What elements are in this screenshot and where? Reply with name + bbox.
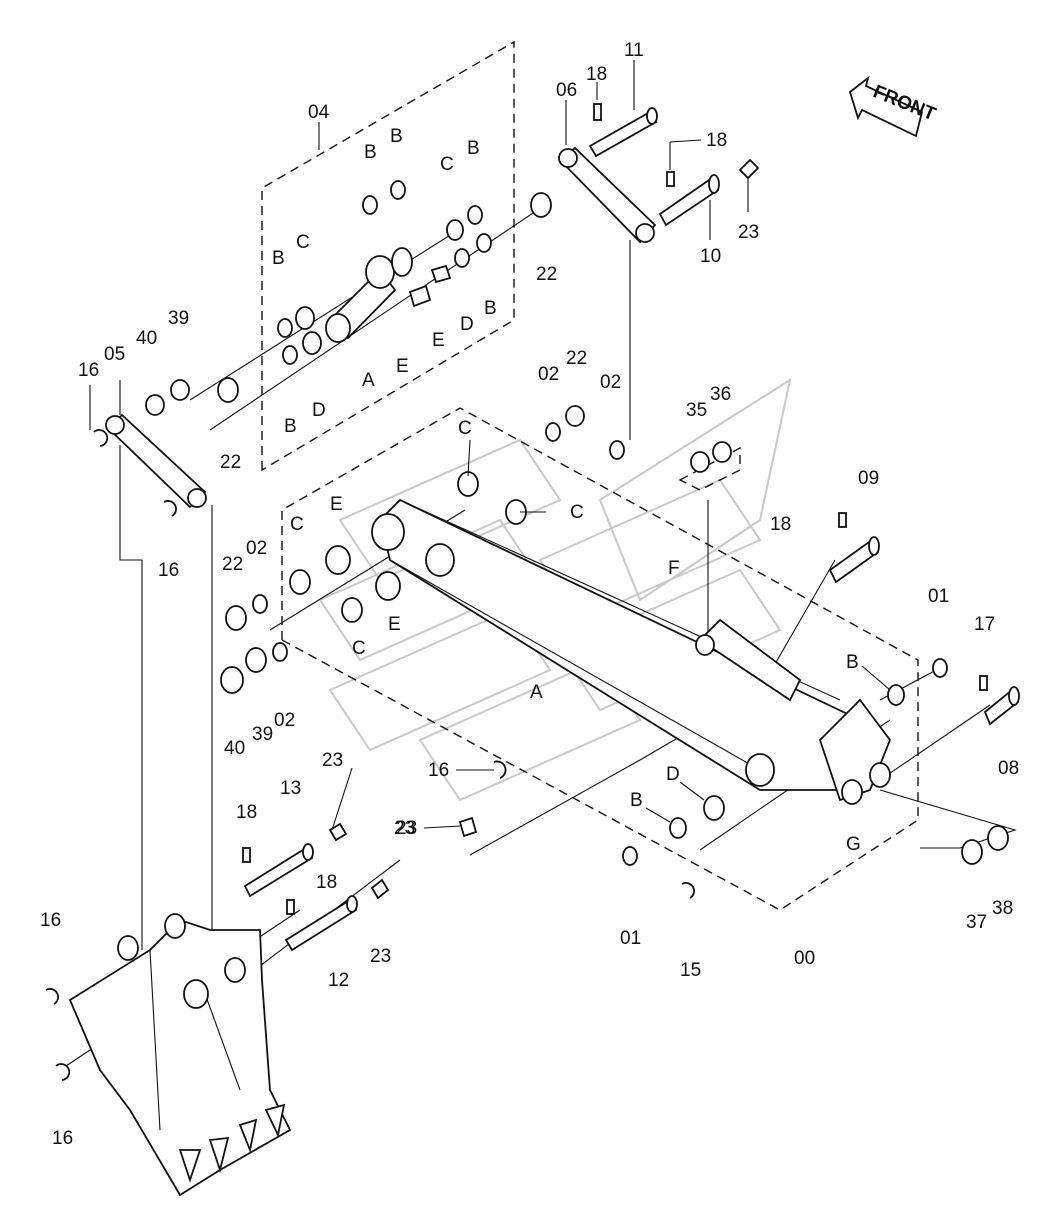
- label-11: 11: [624, 40, 644, 61]
- label-16: 16: [428, 760, 449, 781]
- label-35: 35: [686, 400, 707, 421]
- label-18: 18: [316, 872, 337, 893]
- bushings: [145, 180, 1009, 866]
- link-body-A: [325, 247, 452, 343]
- label-22: 22: [222, 554, 243, 575]
- label-B: B: [630, 790, 643, 811]
- label-02: 02: [246, 538, 267, 559]
- snap-rings: [45, 429, 695, 1081]
- label-12: 12: [328, 970, 349, 991]
- arm-body: [371, 498, 892, 805]
- label-23: 23: [738, 222, 759, 243]
- label-B: B: [284, 416, 297, 437]
- label-01: 01: [620, 928, 641, 949]
- label-09: 09: [858, 468, 879, 489]
- label-16: 16: [158, 560, 179, 581]
- label-leaders: [331, 439, 891, 831]
- label-23: 23: [394, 818, 415, 839]
- fittings: [242, 103, 988, 915]
- label-39: 39: [252, 724, 273, 745]
- label-17: 17: [974, 614, 995, 635]
- label-C: C: [570, 502, 584, 523]
- label-36: 36: [710, 384, 731, 405]
- label-E: E: [388, 614, 401, 635]
- link-assembly-boundary: [261, 40, 515, 472]
- label-E: E: [396, 356, 409, 377]
- label-02: 02: [600, 372, 621, 393]
- bucket: [68, 913, 292, 1197]
- label-A: A: [530, 682, 543, 703]
- label-D: D: [666, 764, 680, 785]
- label-E: E: [330, 494, 343, 515]
- label-18: 18: [586, 64, 607, 85]
- pins: [243, 107, 1020, 952]
- label-40: 40: [224, 738, 245, 759]
- leader-lines: [59, 60, 1017, 1071]
- label-10: 10: [700, 246, 721, 267]
- label-18: 18: [706, 130, 727, 151]
- label-C: C: [352, 638, 366, 659]
- label-C: C: [290, 514, 304, 535]
- label-G: G: [846, 834, 861, 855]
- label-16: 16: [52, 1128, 73, 1149]
- label-01: 01: [928, 586, 949, 607]
- label-D: D: [312, 400, 326, 421]
- label-B: B: [467, 138, 480, 159]
- label-02: 02: [538, 364, 559, 385]
- link-06: [558, 146, 657, 244]
- label-B: B: [484, 298, 497, 319]
- label-23: 23: [396, 818, 417, 839]
- label-16: 16: [78, 360, 99, 381]
- label-C: C: [296, 232, 310, 253]
- label-22: 22: [220, 452, 241, 473]
- label-16: 16: [40, 910, 61, 931]
- label-E: E: [432, 330, 445, 351]
- arm-assembly-boundary: [281, 407, 919, 911]
- label-05: 05: [104, 344, 125, 365]
- link-05: [105, 413, 207, 509]
- label-F: F: [668, 558, 680, 579]
- label-00: 00: [794, 948, 815, 969]
- label-B: B: [364, 142, 377, 163]
- label-C: C: [458, 418, 472, 439]
- label-15: 15: [680, 960, 701, 981]
- label-23: 23: [370, 946, 391, 967]
- label-39: 39: [168, 308, 189, 329]
- label-08: 08: [998, 758, 1019, 779]
- label-37: 37: [966, 912, 987, 933]
- label-18: 18: [770, 514, 791, 535]
- label-22: 22: [566, 348, 587, 369]
- part-labels: 04 11 18 06 18 23 10 B B C B 22 B C E D …: [40, 40, 1019, 1149]
- label-06: 06: [556, 80, 577, 101]
- label-C: C: [440, 154, 454, 175]
- label-38: 38: [992, 898, 1013, 919]
- label-B: B: [272, 248, 285, 269]
- label-13: 13: [280, 778, 301, 799]
- label-22: 22: [536, 264, 557, 285]
- front-arrow: FRONT: [848, 75, 939, 138]
- label-40: 40: [136, 328, 157, 349]
- label-23: 23: [322, 750, 343, 771]
- label-B: B: [390, 126, 403, 147]
- label-B: B: [846, 652, 859, 673]
- label-D: D: [460, 314, 474, 335]
- label-02: 02: [274, 710, 295, 731]
- label-18: 18: [236, 802, 257, 823]
- label-A: A: [362, 370, 375, 391]
- label-04: 04: [308, 102, 330, 123]
